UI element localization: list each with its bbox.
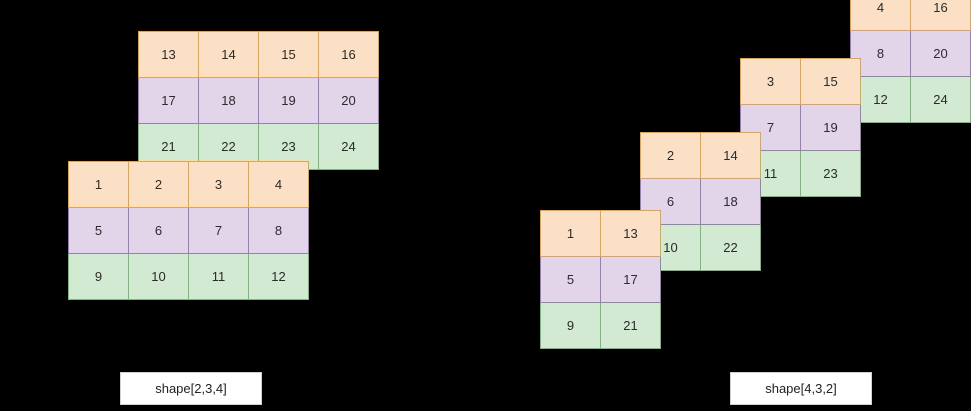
matrix-cell: 11 bbox=[188, 253, 249, 300]
matrix-cell: 19 bbox=[800, 104, 861, 151]
matrix-cell: 6 bbox=[128, 207, 189, 254]
matrix-cell: 18 bbox=[198, 77, 259, 124]
matrix-cell: 16 bbox=[910, 0, 971, 31]
matrix-cell: 10 bbox=[128, 253, 189, 300]
matrix-cell: 22 bbox=[700, 224, 761, 271]
matrix-cell: 15 bbox=[258, 31, 319, 78]
matrix-cell: 9 bbox=[68, 253, 129, 300]
matrix-cell: 19 bbox=[258, 77, 319, 124]
matrix-cell: 18 bbox=[700, 178, 761, 225]
matrix-cell: 5 bbox=[540, 256, 601, 303]
matrix-cell: 1 bbox=[68, 161, 129, 208]
matrix-cell: 5 bbox=[68, 207, 129, 254]
matrix-cell: 23 bbox=[800, 150, 861, 197]
matrix-cell: 12 bbox=[248, 253, 309, 300]
matrix-cell: 2 bbox=[640, 132, 701, 179]
matrix-cell: 2 bbox=[128, 161, 189, 208]
matrix-cell: 8 bbox=[248, 207, 309, 254]
matrix-cell: 3 bbox=[740, 58, 801, 105]
matrix-cell: 20 bbox=[910, 30, 971, 77]
matrix-cell: 4 bbox=[248, 161, 309, 208]
matrix-cell: 3 bbox=[188, 161, 249, 208]
matrix-cell: 13 bbox=[600, 210, 661, 257]
matrix-cell: 14 bbox=[198, 31, 259, 78]
right-shape-label: shape[4,3,2] bbox=[730, 372, 872, 405]
matrix-cell: 4 bbox=[850, 0, 911, 31]
matrix-cell: 9 bbox=[540, 302, 601, 349]
matrix-cell: 13 bbox=[138, 31, 199, 78]
matrix-cell: 14 bbox=[700, 132, 761, 179]
matrix-cell: 20 bbox=[318, 77, 379, 124]
matrix-cell: 17 bbox=[138, 77, 199, 124]
matrix-cell: 1 bbox=[540, 210, 601, 257]
matrix-cell: 8 bbox=[850, 30, 911, 77]
matrix-cell: 7 bbox=[188, 207, 249, 254]
left-shape-label: shape[2,3,4] bbox=[120, 372, 262, 405]
matrix-cell: 24 bbox=[910, 76, 971, 123]
matrix-cell: 21 bbox=[600, 302, 661, 349]
matrix-cell: 16 bbox=[318, 31, 379, 78]
matrix-cell: 17 bbox=[600, 256, 661, 303]
matrix-cell: 15 bbox=[800, 58, 861, 105]
matrix-cell: 24 bbox=[318, 123, 379, 170]
